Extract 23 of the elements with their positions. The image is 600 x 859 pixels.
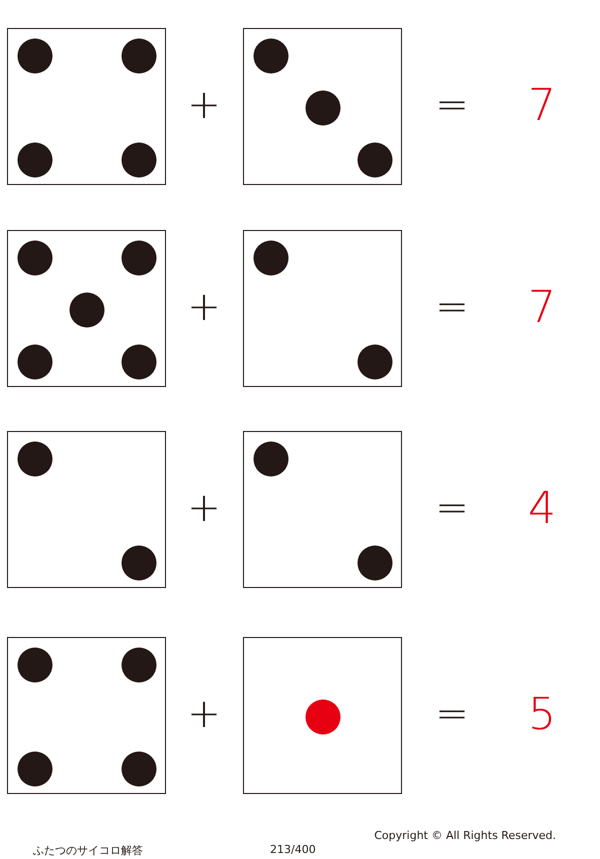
die-face xyxy=(7,431,166,588)
answer-number: 7 xyxy=(527,84,557,128)
die-face xyxy=(243,28,402,185)
answer-number: 5 xyxy=(527,693,557,737)
plus-sign: + xyxy=(186,287,222,327)
equals-sign: = xyxy=(434,694,470,734)
plus-sign: + xyxy=(186,488,222,528)
page-number: 213/400 xyxy=(270,843,316,856)
equals-sign: = xyxy=(434,85,470,125)
answer-number: 4 xyxy=(527,487,557,531)
plus-sign: + xyxy=(186,85,222,125)
die-face xyxy=(243,230,402,387)
footer-title: ふたつのサイコロ解答 xyxy=(33,843,143,858)
equals-sign: = xyxy=(434,488,470,528)
die-face xyxy=(243,637,402,794)
copyright-text: Copyright © All Rights Reserved. xyxy=(374,829,556,842)
die-face xyxy=(7,230,166,387)
equals-sign: = xyxy=(434,287,470,327)
die-face xyxy=(243,431,402,588)
plus-sign: + xyxy=(186,694,222,734)
answer-number: 7 xyxy=(527,286,557,330)
die-face xyxy=(7,28,166,185)
die-face xyxy=(7,637,166,794)
